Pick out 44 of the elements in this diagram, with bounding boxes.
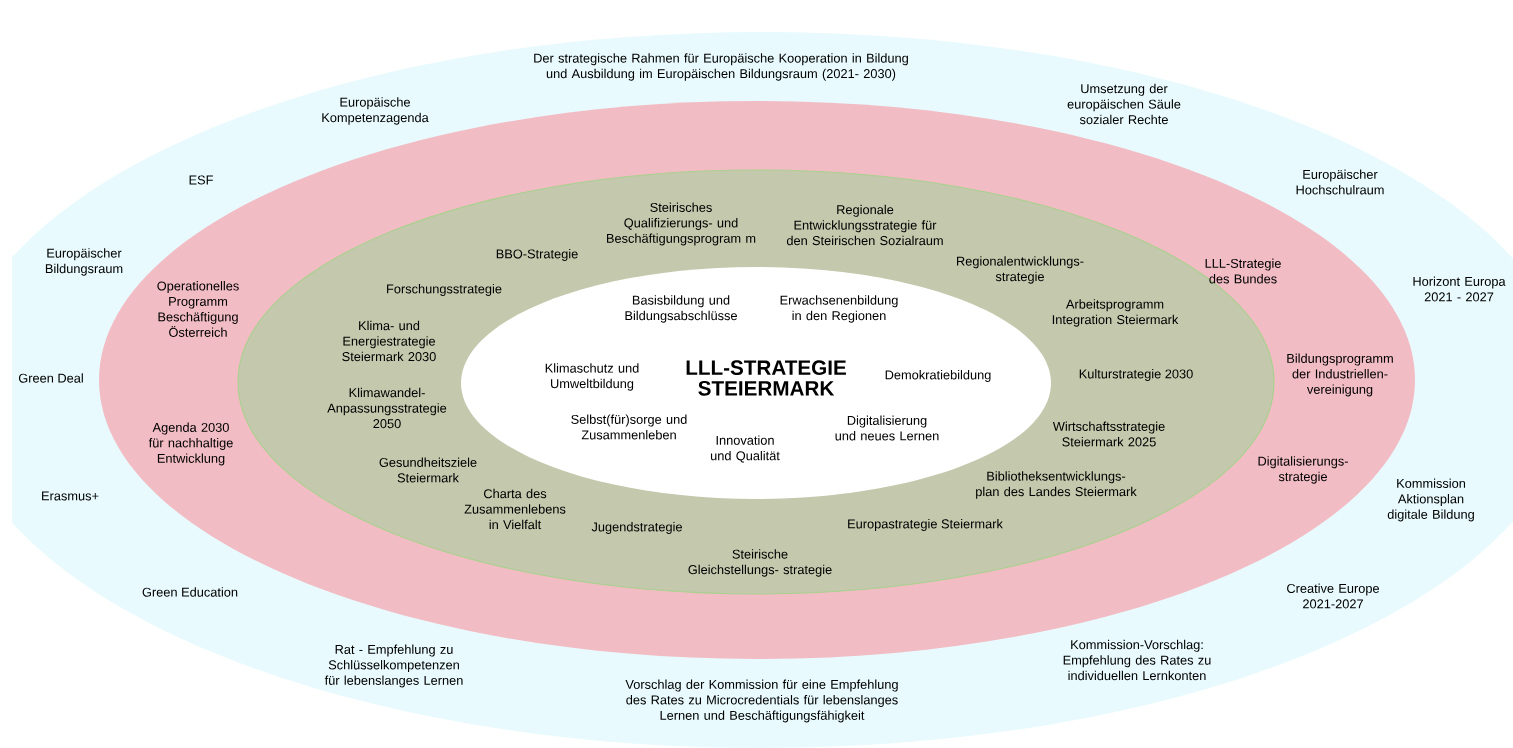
strategy-label: Innovation und Qualität <box>711 435 780 463</box>
strategy-label: Arbeitsprogramm Integration Steiermark <box>1052 299 1179 327</box>
strategy-label: Klima- und Energiestrategie Steiermark 2030 <box>342 320 436 362</box>
strategy-label: Bildungsprogramm der Industriellen- vereinigung <box>1287 353 1393 397</box>
strategy-label: Digitalisierungs- strategie <box>1258 456 1348 484</box>
strategy-label: Regionale Entwicklungsstrategie für den Steirischen Sozialraum <box>786 204 943 246</box>
strategy-label: Basisbildung und Bildungsabschlüsse <box>625 295 737 323</box>
strategy-label: Europäische Kompetenzagenda <box>322 97 429 125</box>
strategy-label: Steirische Gleichstellungs- strategie <box>688 549 832 577</box>
strategy-label: Green Education <box>142 587 238 597</box>
strategy-label: Erasmus+ <box>42 491 99 501</box>
strategy-label: Green Deal <box>18 373 83 383</box>
strategy-label: Vorschlag der Kommission für eine Empfehlung des Rates zu Microcredentials für lebenslanges Lernen und Beschäftigungsfähigkeit <box>625 679 898 723</box>
strategy-label: Steirisches Qualifizierungs- und Beschäftigungsprogram m <box>607 202 756 246</box>
strategy-label: Erwachsenenbildung in den Regionen <box>780 295 898 323</box>
strategy-label: Kommission-Vorschlag: Empfehlung des Rates zu individuellen Lernkonten <box>1063 639 1211 681</box>
strategy-label: Umsetzung der europäischen Säule sozialer Rechte <box>1067 83 1181 125</box>
strategy-label: Operationelles Programm Beschäftigung Österreich <box>157 281 239 337</box>
strategy-label: Demokratiebildung <box>885 370 991 382</box>
strategy-label: Gesundheitsziele Steiermark <box>379 457 477 483</box>
strategy-label: Kulturstrategie 2030 <box>1079 369 1193 381</box>
heading: LLL-STRATEGIE STEIERMARK <box>686 360 846 396</box>
strategy-label: Europäischer Bildungsraum <box>45 248 123 276</box>
strategy-label: Klimaschutz und Umweltbildung <box>545 363 639 391</box>
strategy-label: ESF <box>189 175 213 185</box>
strategy-label: Klimawandel- Anpassungsstrategie 2050 <box>327 387 447 429</box>
strategy-label: BBO-Strategie <box>496 249 578 261</box>
strategy-label: LLL-Strategie des Bundes <box>1205 258 1281 284</box>
strategy-label: Agenda 2030 für nachhaltige Entwicklung <box>148 422 233 466</box>
strategy-label: Creative Europe 2021-2027 <box>1287 583 1379 609</box>
strategy-label: Europäischer Hochschulraum <box>1296 169 1384 195</box>
strategy-label: Digitalisierung und neues Lernen <box>835 415 939 441</box>
strategy-label: Forschungsstrategie <box>387 284 502 296</box>
strategy-label: Kommission Aktionsplan digitale Bildung <box>1387 478 1474 522</box>
strategy-label: Der strategische Rahmen für Europäische Kooperation in Bildung und Ausbildung im Europäischen Bildungsraum (2021- 2030) <box>534 53 908 81</box>
strategy-label: Selbst(für)sorge und Zusammenleben <box>571 414 687 440</box>
strategy-label: Regionalentwicklungs- strategie <box>957 256 1084 284</box>
strategy-label: Bibliotheksentwicklungs- plan des Landes Steiermark <box>976 471 1137 499</box>
strategy-label: Horizont Europa 2021 - 2027 <box>1413 276 1506 302</box>
strategy-label: Charta des Zusammenlebens in Vielfalt <box>464 488 566 530</box>
strategy-label: Jugendstrategie <box>591 522 682 534</box>
strategy-label: Wirtschaftsstrategie Steiermark 2025 <box>1052 421 1165 447</box>
strategy-label: Rat - Empfehlung zu Schlüsselkompetenzen für lebenslanges Lernen <box>324 644 463 688</box>
strategy-label: Europastrategie Steiermark <box>848 519 1003 531</box>
